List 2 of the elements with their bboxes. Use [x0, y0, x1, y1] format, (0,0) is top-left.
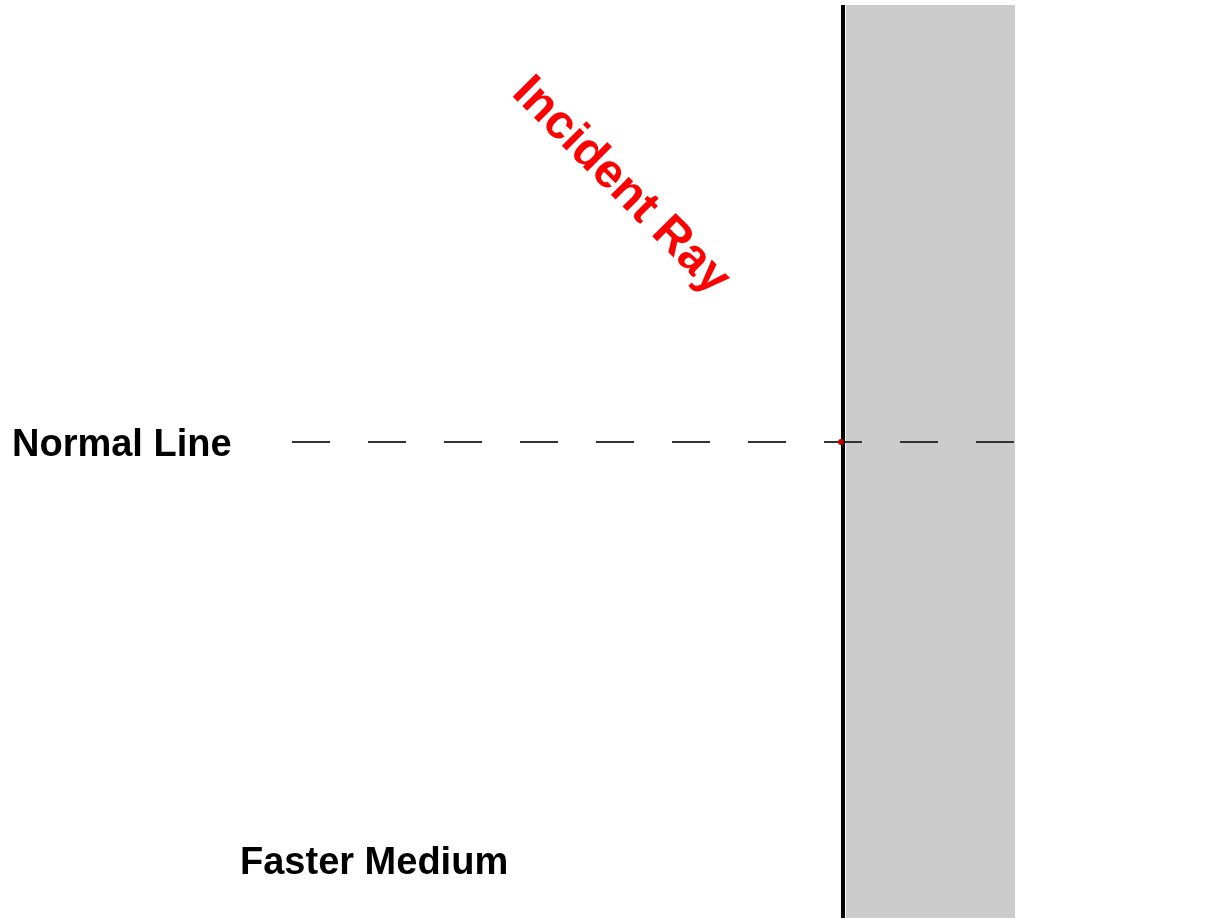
line-label: Normal Line — [12, 424, 232, 462]
medium-label: Faster Medium — [240, 842, 509, 880]
